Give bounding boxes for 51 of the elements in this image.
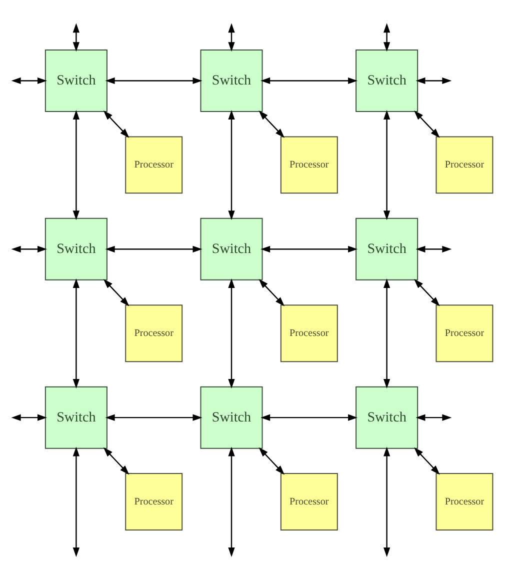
node-box: Processor [280,136,338,194]
arrow [11,414,47,420]
arrow [228,278,235,388]
node-box: Switch [356,386,418,448]
arrow [416,76,452,84]
node-box: Switch [200,386,263,448]
arrow [105,414,202,420]
arrow [260,414,358,420]
arrow [258,110,285,138]
node-box: Processor [125,472,183,530]
node-box: Processor [436,304,494,362]
arrow [384,446,390,557]
arrow [228,22,235,52]
arrow [72,278,80,388]
arrow [414,278,440,306]
arrow [72,22,80,52]
arrow [72,110,80,220]
arrow [260,76,358,84]
node-box: Processor [125,304,183,362]
node-box: Switch [356,217,418,280]
node-box: Switch [44,48,108,112]
arrow [416,245,452,252]
node-box: Switch [44,386,108,448]
node-box: Processor [280,472,338,530]
arrow [384,22,390,52]
arrow [11,76,47,84]
node-box: Processor [280,304,338,362]
arrow [258,278,285,306]
node-box: Switch [356,48,418,112]
arrow [105,245,202,252]
arrow [228,110,235,220]
arrow [416,414,452,420]
arrow [228,446,235,557]
node-box: Processor [125,136,183,194]
node-box: Switch [44,217,108,280]
node-box: Switch [200,217,263,280]
arrow [103,278,130,306]
node-box: Switch [200,48,263,112]
node-box: Processor [436,136,494,194]
arrow [414,110,440,138]
arrow [103,110,130,138]
arrow [384,278,390,388]
arrow [105,76,202,84]
arrow [11,245,47,252]
arrow [384,110,390,220]
arrow [414,446,440,474]
arrow [72,446,80,557]
arrow [258,446,285,474]
node-box: Processor [436,472,494,530]
arrow [103,446,130,474]
arrow [260,245,358,252]
